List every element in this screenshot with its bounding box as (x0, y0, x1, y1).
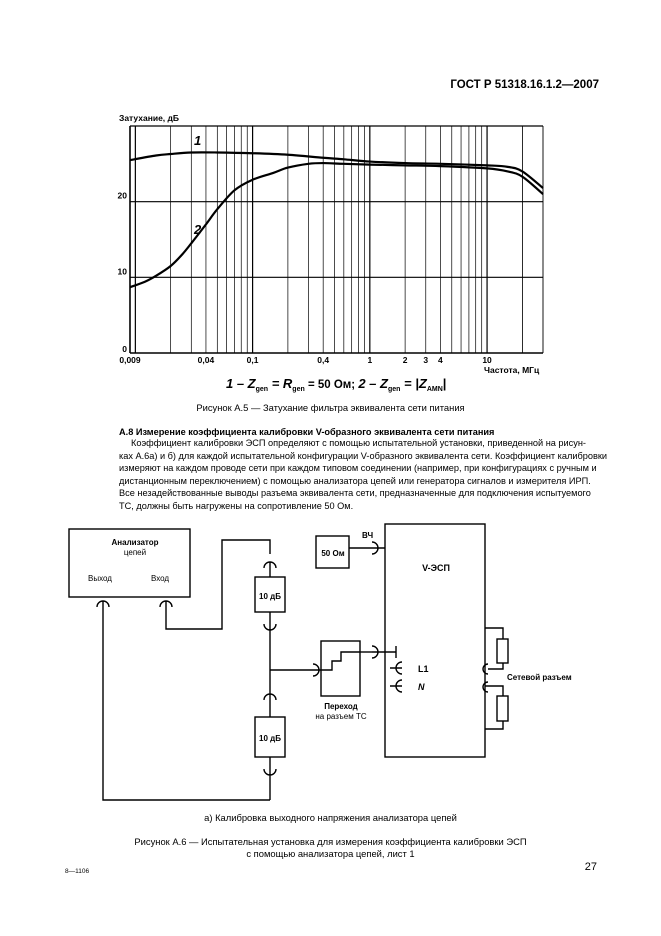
attenuator-bottom-label: 10 дБ (259, 734, 281, 743)
curve-1-label: 1 (194, 133, 201, 148)
eut-title: V-ЭСП (422, 563, 450, 573)
chart-grid (129, 125, 544, 354)
y-tick-label: 20 (118, 191, 128, 201)
x-tick-label: 3 (423, 355, 428, 365)
legend-formula: 1 – Zgen = Rgen = 50 Ом; 2 – Zgen = |ZAM… (226, 376, 446, 393)
attenuator-top-label: 10 дБ (259, 592, 281, 601)
port-output-label: Выход (88, 574, 112, 583)
rf-port-label: ВЧ (362, 531, 373, 540)
y-axis-label: Затухание, дБ (119, 113, 179, 123)
terminal-n-label: N (418, 682, 425, 692)
x-tick-label: 0,04 (198, 355, 215, 365)
paragraph-line: ках А.6а) и б) для каждой испытательной … (119, 450, 608, 461)
curve-2-label: 2 (193, 222, 202, 237)
ground-terminal-icon (371, 645, 397, 659)
x-tick-label: 0,4 (317, 355, 329, 365)
paragraph-line: ТС, должны быть нагружены на сопротивлен… (119, 500, 354, 511)
port-input-label: Вход (151, 574, 169, 583)
analyzer-title-1: Анализатор (112, 538, 159, 547)
wire-junction (269, 630, 308, 688)
x-tick-label: 0,1 (247, 355, 259, 365)
paragraph-line: измеряют на каждом проводе сети при кажд… (119, 463, 597, 474)
wire-input (165, 539, 271, 630)
resistor-2-icon (496, 695, 509, 722)
section-text: Коэффициент калибровки ЭСП определяют с … (119, 437, 607, 513)
paragraph-line: Все незадействованные выводы разъема экв… (119, 488, 591, 499)
series-line-2 (129, 161, 544, 289)
y-tick-label: 0 (122, 344, 127, 354)
n-terminal-icon (390, 679, 403, 693)
v-lisn-box (384, 523, 486, 758)
x-tick-label: 4 (438, 355, 443, 365)
atten-top-connector-bottom-icon (263, 612, 277, 631)
analyzer-title-2: цепей (124, 548, 146, 557)
atten-top-connector-icon (263, 561, 277, 577)
output-connector-icon (96, 600, 110, 612)
x-tick-label: 0,009 (119, 355, 141, 365)
x-axis-label: Частота, МГц (484, 365, 540, 375)
page-number: 27 (584, 861, 597, 873)
figure-a6-caption-line2: с помощью анализатора цепей, лист 1 (246, 848, 415, 859)
chart-series (129, 151, 544, 289)
figure-a6-caption-line1: Рисунок А.6 — Испытательная установка дл… (134, 836, 527, 847)
series-line-1 (129, 151, 544, 189)
paragraph-line: дистанционным переключением) с помощью а… (119, 475, 591, 486)
wire-output (102, 612, 270, 801)
atten-bottom-connector-bottom-icon (263, 757, 277, 800)
adapter-zigzag (321, 651, 360, 671)
terminal-l1-label: L1 (418, 664, 429, 674)
resistor-1-icon (496, 638, 509, 664)
l1-terminal-icon (390, 661, 403, 675)
adapter-connector-icon (308, 663, 321, 677)
footer-code: 8—1106 (65, 868, 90, 875)
mains-wiring (485, 627, 504, 730)
figure-a5-caption: Рисунок А.5 — Затухание фильтра эквивале… (196, 402, 465, 413)
rf-port-connector-icon (371, 541, 385, 555)
input-connector-icon (159, 600, 173, 612)
load-50-ohm-box (315, 535, 350, 569)
atten-bottom-connector-icon (263, 688, 277, 717)
x-tick-label: 1 (367, 355, 372, 365)
mains-connector-label: Сетевой разъем (507, 673, 572, 682)
section-heading: А.8 Измерение коэффициента калибровки V-… (119, 427, 495, 437)
paragraph-line: Коэффициент калибровки ЭСП определяют с … (131, 438, 586, 448)
mains-connector-arc-icon (482, 663, 489, 693)
figure-a6-subcaption: а) Калибровка выходного напряжения анали… (204, 812, 457, 823)
test-setup-diagram: Анализатор цепей Выход Вход 10 дБ 10 дБ … (68, 523, 572, 801)
adapter-box (320, 640, 361, 697)
network-analyzer-box (68, 528, 191, 598)
adapter-label-2: на разъем ТС (315, 712, 366, 721)
standard-id: ГОСТ Р 51318.16.1.2—2007 (450, 79, 599, 91)
adapter-label-1: Переход (324, 702, 358, 711)
load-label: 50 Ом (321, 549, 344, 558)
x-tick-label: 2 (403, 355, 408, 365)
y-tick-label: 10 (118, 266, 128, 276)
x-tick-label: 10 (482, 355, 492, 365)
